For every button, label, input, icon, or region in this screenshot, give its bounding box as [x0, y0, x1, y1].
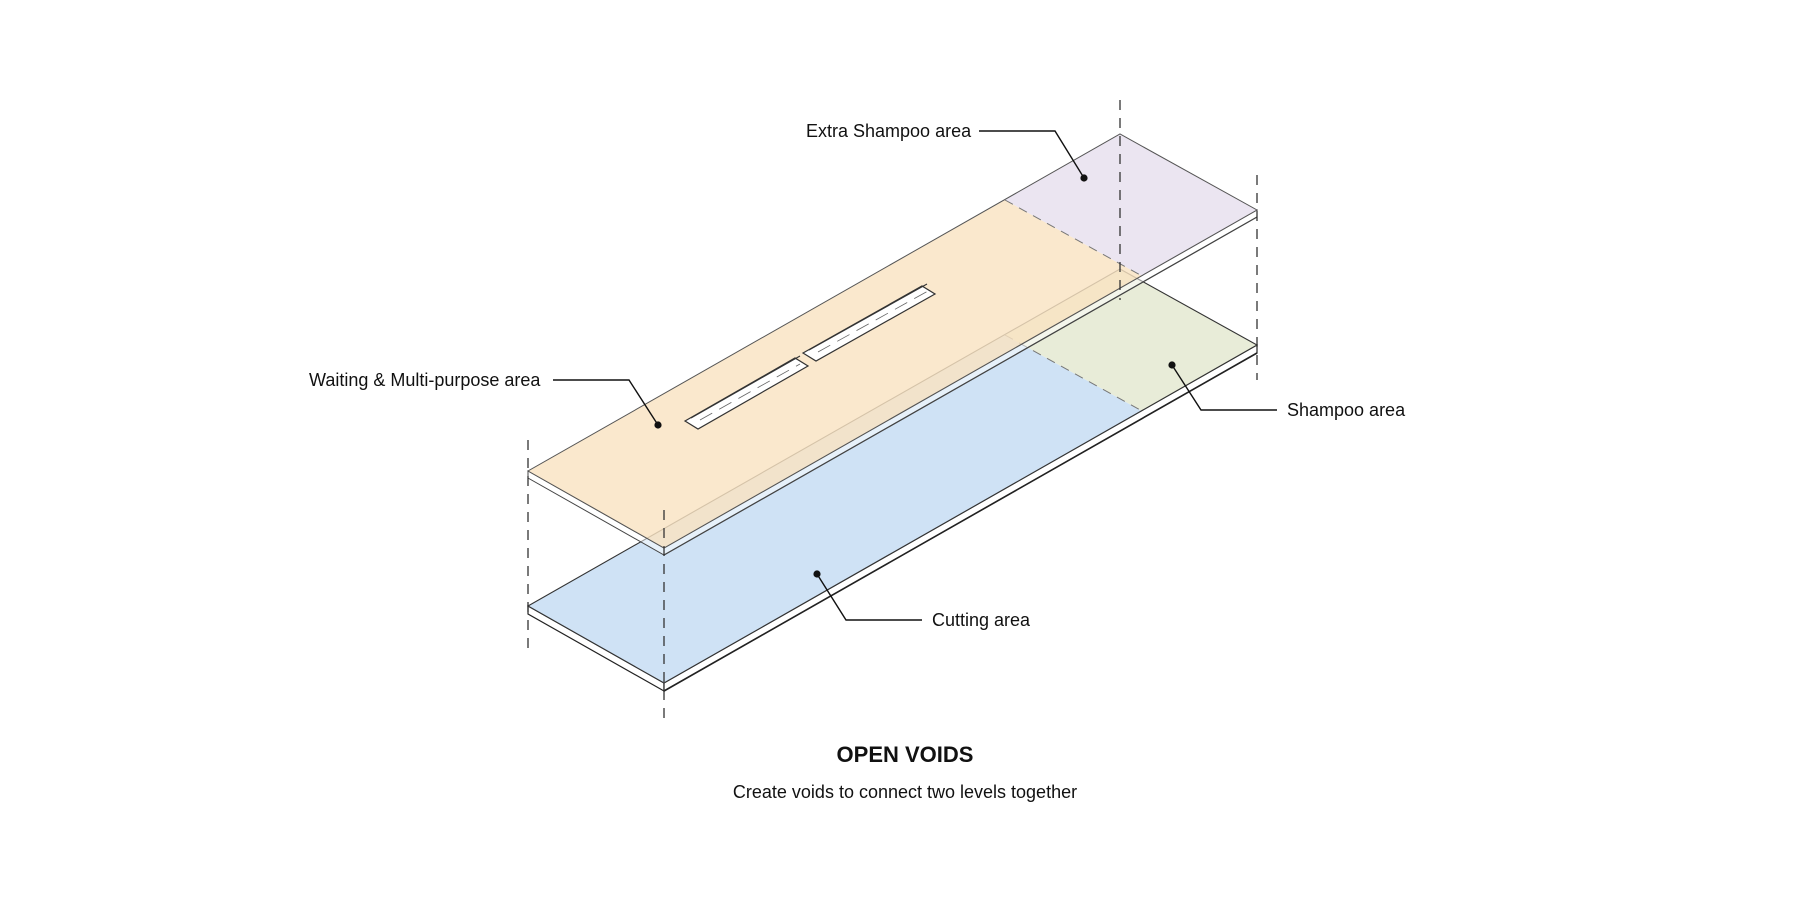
diagram-title: OPEN VOIDS [837, 742, 974, 767]
label-shampoo: Shampoo area [1287, 400, 1406, 420]
void-2-inner-edge [808, 283, 928, 351]
waiting-zone [528, 200, 1142, 548]
leader-waiting [553, 379, 659, 426]
upper-slab-outline [526, 133, 1259, 549]
annotations: Extra Shampoo area Waiting & Multi-purpo… [309, 121, 1406, 630]
dot-cutting [813, 570, 821, 578]
leader-cutting [816, 573, 922, 621]
leader-shampoo [1171, 364, 1277, 411]
label-extra-shampoo: Extra Shampoo area [806, 121, 972, 141]
void-1-inner-edge [690, 355, 801, 419]
dot-shampoo [1168, 361, 1176, 369]
lower-zone-divider [1004, 334, 1143, 412]
dot-waiting [654, 421, 662, 429]
upper-level [526, 133, 1259, 556]
cutting-zone [528, 335, 1142, 683]
diagram-subtitle: Create voids to connect two levels toget… [733, 782, 1077, 802]
vertical-guides [527, 100, 1258, 720]
label-waiting: Waiting & Multi-purpose area [309, 370, 541, 390]
label-cutting: Cutting area [932, 610, 1031, 630]
void-2 [801, 285, 937, 362]
void-1-hatch [699, 363, 801, 421]
void-1 [683, 357, 810, 430]
extra-shampoo-zone [1005, 134, 1257, 276]
upper-zone-divider [1004, 199, 1143, 277]
lower-slab-front-edge [663, 352, 1258, 692]
dot-extra-shampoo [1080, 174, 1088, 182]
leader-extra-shampoo [979, 130, 1085, 179]
upper-slab-front-edge [663, 216, 1258, 556]
